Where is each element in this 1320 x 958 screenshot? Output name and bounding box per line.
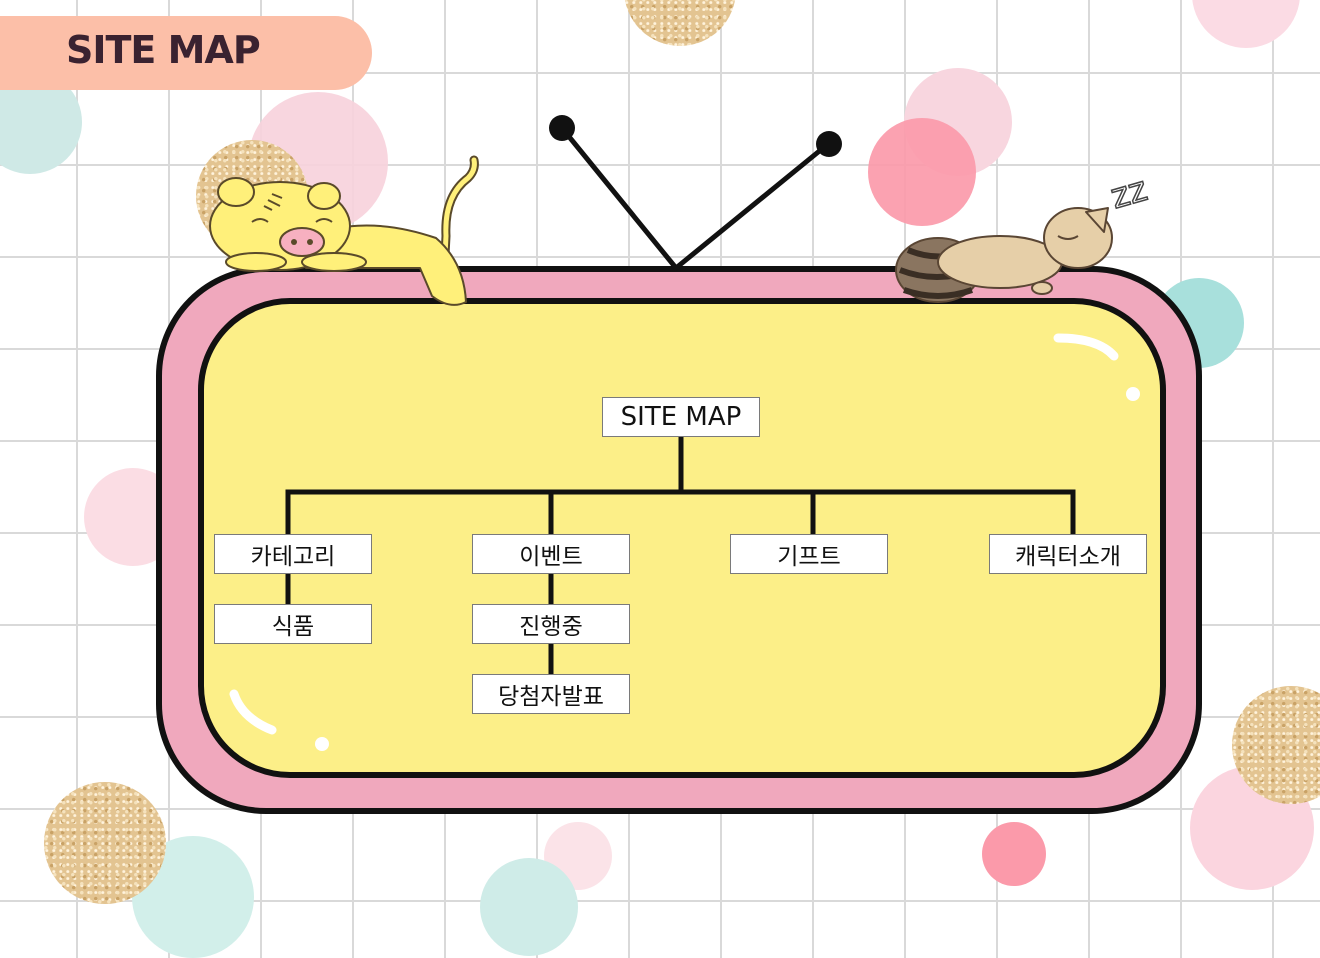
pink-dot	[982, 822, 1046, 886]
node-category-food[interactable]: 식품	[214, 604, 372, 644]
sleep-zz: zz	[1106, 169, 1151, 217]
title-pill	[0, 16, 372, 90]
pink-dot	[868, 118, 976, 226]
antenna-knob	[816, 131, 842, 157]
screen-shine	[1053, 333, 1119, 361]
tiger-illustration	[209, 155, 479, 306]
gold-glitter-dot	[44, 782, 166, 904]
node-category[interactable]: 카테고리	[214, 534, 372, 574]
screen-shine	[229, 689, 277, 735]
gold-glitter-dot	[1232, 686, 1320, 804]
raccoon-illustration	[895, 207, 1113, 303]
page-title: SITE MAP	[66, 28, 261, 72]
node-event-ongoing[interactable]: 진행중	[472, 604, 630, 644]
screen-shine	[1126, 387, 1140, 401]
diagram-graphics: zz	[209, 115, 1152, 751]
antenna-knob	[549, 115, 575, 141]
node-gift[interactable]: 기프트	[730, 534, 888, 574]
tv-antenna	[559, 125, 831, 271]
connector-lines	[285, 434, 1076, 677]
node-event-winners[interactable]: 당첨자발표	[472, 674, 630, 714]
node-event[interactable]: 이벤트	[472, 534, 630, 574]
node-root[interactable]: SITE MAP	[602, 397, 760, 437]
node-character[interactable]: 캐릭터소개	[989, 534, 1147, 574]
screen-shine	[315, 737, 329, 751]
